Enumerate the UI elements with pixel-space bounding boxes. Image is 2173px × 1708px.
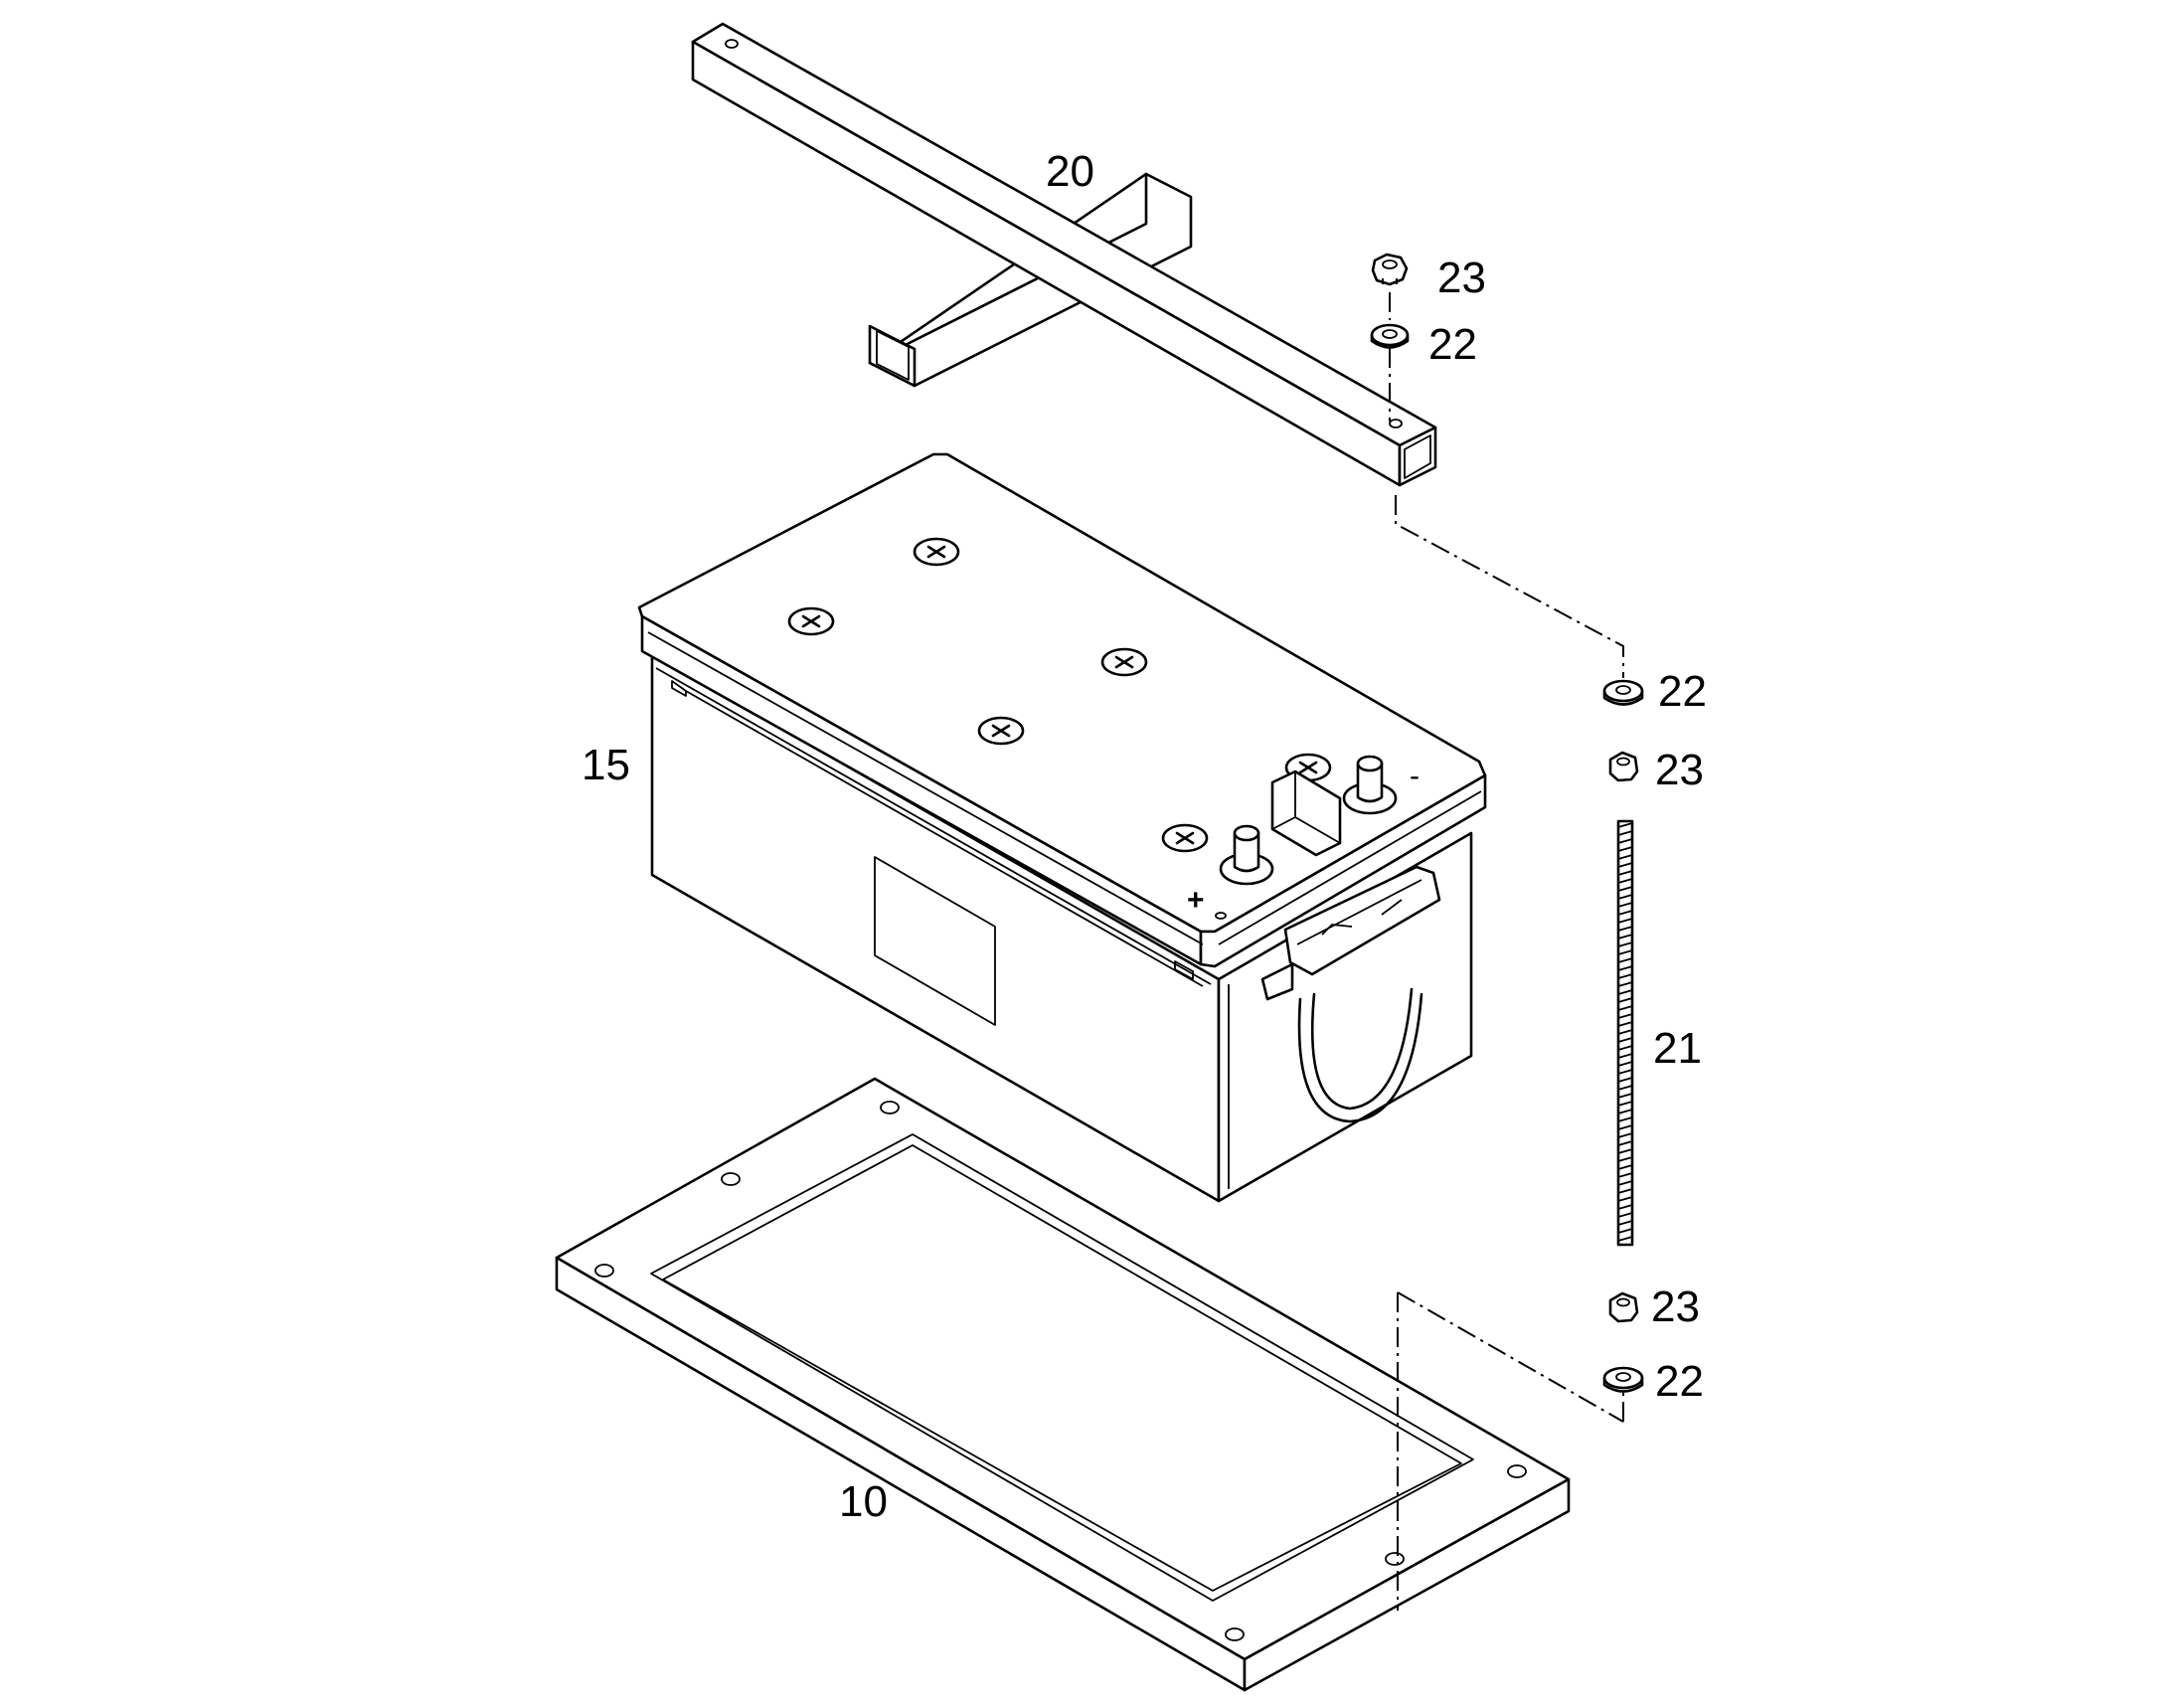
- base-plate-part-10: [555, 1077, 1571, 1692]
- callout-23: 23: [1655, 746, 1704, 794]
- callout-22: 22: [1428, 320, 1477, 369]
- battery-part-15: - +: [637, 452, 1487, 1203]
- positive-mark: +: [1187, 884, 1205, 917]
- callout-20: 20: [1046, 147, 1094, 196]
- callout-23: 23: [1437, 254, 1486, 302]
- positive-terminal: [1219, 824, 1274, 886]
- hex-nut-part-23-rod-bottom: [1608, 1291, 1639, 1323]
- callout-10: 10: [839, 1477, 888, 1526]
- cell-caps: [787, 537, 1332, 853]
- hex-nut-part-23-top: [1371, 253, 1409, 286]
- washer-part-22-rod-top: [1602, 679, 1644, 706]
- threaded-rod-part-21: [1616, 819, 1634, 1247]
- hold-down-frame-part-20: [691, 22, 1437, 487]
- washer-part-22-top: [1370, 323, 1410, 349]
- callout-22: 22: [1655, 1357, 1704, 1406]
- callout-23: 23: [1651, 1282, 1700, 1331]
- callout-22: 22: [1658, 667, 1707, 716]
- negative-terminal: [1342, 755, 1398, 815]
- negative-mark: -: [1410, 760, 1420, 792]
- callout-labels: 20 23 22 22 23 15 21 23 22 10: [582, 147, 1707, 1526]
- washer-part-22-rod-bottom: [1602, 1366, 1644, 1393]
- hex-nut-part-23-rod-top: [1608, 751, 1639, 782]
- callout-15: 15: [582, 741, 630, 789]
- battery-handle: [1260, 865, 1441, 1123]
- callout-21: 21: [1653, 1024, 1702, 1073]
